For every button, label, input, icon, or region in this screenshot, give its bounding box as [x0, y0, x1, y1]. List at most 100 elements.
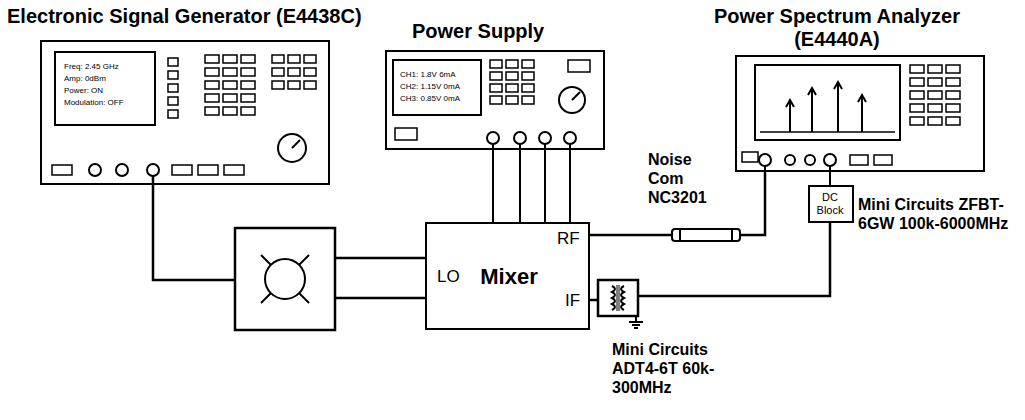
- instrument-button: [522, 72, 534, 80]
- spectrum-line: [789, 100, 791, 132]
- instrument-title: Power Spectrum Analyzer (E4440A): [692, 5, 982, 51]
- instrument-port: [824, 154, 836, 166]
- lo-cable: [335, 257, 425, 260]
- instrument-button: [490, 84, 502, 92]
- port-name: LO: [437, 267, 460, 287]
- signal-generator: Electronic Signal Generator (E4438C)Freq…: [40, 40, 330, 185]
- screen-text: CH2: 1.15V 0mA: [400, 82, 460, 92]
- spectrum-arrowhead: [786, 100, 794, 107]
- screen-text: CH3: 0.85V 0mA: [400, 94, 460, 104]
- supply-wire: [519, 150, 521, 222]
- component-label: Noise Com NC3201: [648, 150, 714, 207]
- instrument-button: [506, 84, 518, 92]
- lo-cable: [335, 297, 425, 300]
- dc-block: DC Block: [808, 185, 854, 223]
- instrument-button: [874, 155, 892, 165]
- spectrum-line: [811, 88, 813, 132]
- instrument-button: [522, 60, 534, 68]
- instrument-button: [205, 94, 219, 102]
- spectrum-arrowhead: [808, 88, 816, 95]
- instrument-button: [272, 68, 284, 76]
- instrument-button: [928, 65, 942, 73]
- instrument-button: [522, 84, 534, 92]
- instrument-button: [241, 107, 255, 115]
- instrument-button: [928, 91, 942, 99]
- instrument-button: [910, 117, 924, 125]
- spectrum-arrowhead: [834, 82, 842, 89]
- instrument-button: [928, 117, 942, 125]
- instrument-button: [395, 128, 417, 140]
- instrument-button: [288, 68, 300, 76]
- hybrid-stub: [261, 255, 271, 265]
- instrument-terminal: [514, 132, 526, 144]
- supply-wire: [569, 150, 571, 222]
- screen-text: Amp: 0dBm: [64, 74, 106, 84]
- instrument-button: [198, 165, 218, 175]
- component-label: Mini Circuits ADT4-6T 60k-300MHz: [612, 340, 752, 397]
- instrument-knob: [572, 92, 580, 100]
- hybrid-stub: [299, 293, 309, 303]
- screen-text: CH1: 1.8V 6mA: [400, 70, 456, 80]
- block-name: Mixer: [480, 264, 537, 289]
- instrument-knob: [292, 140, 300, 148]
- instrument-button: [224, 165, 244, 175]
- instrument-button: [506, 60, 518, 68]
- instrument-button: [490, 96, 502, 104]
- instrument-button: [910, 104, 924, 112]
- spectrum-line: [837, 82, 839, 132]
- instrument-button: [910, 65, 924, 73]
- spectrum-analyzer: Power Spectrum Analyzer (E4440A): [735, 55, 985, 172]
- instrument-button: [168, 58, 178, 66]
- port-name: RF: [557, 229, 580, 249]
- ground-symbol: [629, 316, 643, 328]
- instrument-button: [946, 117, 960, 125]
- instrument-button: [946, 104, 960, 112]
- instrument-button: [223, 55, 237, 63]
- instrument-button: [241, 55, 255, 63]
- instrument-button: [522, 96, 534, 104]
- instrument-button: [304, 68, 316, 76]
- instrument-knob: [559, 87, 585, 113]
- instrument-terminal: [564, 132, 576, 144]
- instrument-button: [241, 68, 255, 76]
- instrument-button: [223, 94, 237, 102]
- rf-cable: [740, 172, 765, 235]
- instrument-terminal: [487, 132, 499, 144]
- instrument-button: [288, 55, 300, 63]
- hybrid-stub: [261, 293, 271, 303]
- instrument-button: [946, 91, 960, 99]
- instrument-button: [272, 81, 284, 89]
- instrument-button: [172, 165, 192, 175]
- instrument-button: [928, 78, 942, 86]
- instrument-button: [490, 60, 502, 68]
- screen-text: Modulation: OFF: [64, 98, 124, 108]
- instrument-button: [168, 110, 178, 118]
- instrument-knob: [278, 134, 306, 162]
- instrument-button: [168, 97, 178, 105]
- noise-source: [672, 229, 740, 241]
- noise-source: [680, 229, 732, 241]
- instrument-button: [223, 81, 237, 89]
- if-cable: [638, 223, 830, 296]
- instrument-button: [168, 71, 178, 79]
- transformer: [598, 280, 638, 316]
- component-label: Mini Circuits ZFBT-6GW 100k-6000MHz: [858, 195, 1018, 233]
- instrument-port: [116, 164, 128, 176]
- instrument-button: [52, 165, 72, 175]
- instrument-button: [946, 78, 960, 86]
- instrument-button: [241, 94, 255, 102]
- instrument-button: [742, 152, 758, 162]
- power-supply: Power SupplyCH1: 1.8V 6mACH2: 1.15V 0mAC…: [385, 50, 605, 150]
- lo-cable: [153, 176, 235, 280]
- instrument-title: Electronic Signal Generator (E4438C): [7, 5, 362, 28]
- supply-wire: [544, 150, 546, 222]
- instrument-button: [506, 96, 518, 104]
- instrument-port: [89, 164, 101, 176]
- hybrid-stub: [299, 255, 309, 265]
- instrument-port: [785, 155, 795, 165]
- instrument-port: [759, 154, 771, 166]
- instrument-button: [288, 81, 300, 89]
- screen-text: Freq: 2.45 GHz: [64, 62, 119, 72]
- instrument-title: Power Supply: [412, 20, 544, 43]
